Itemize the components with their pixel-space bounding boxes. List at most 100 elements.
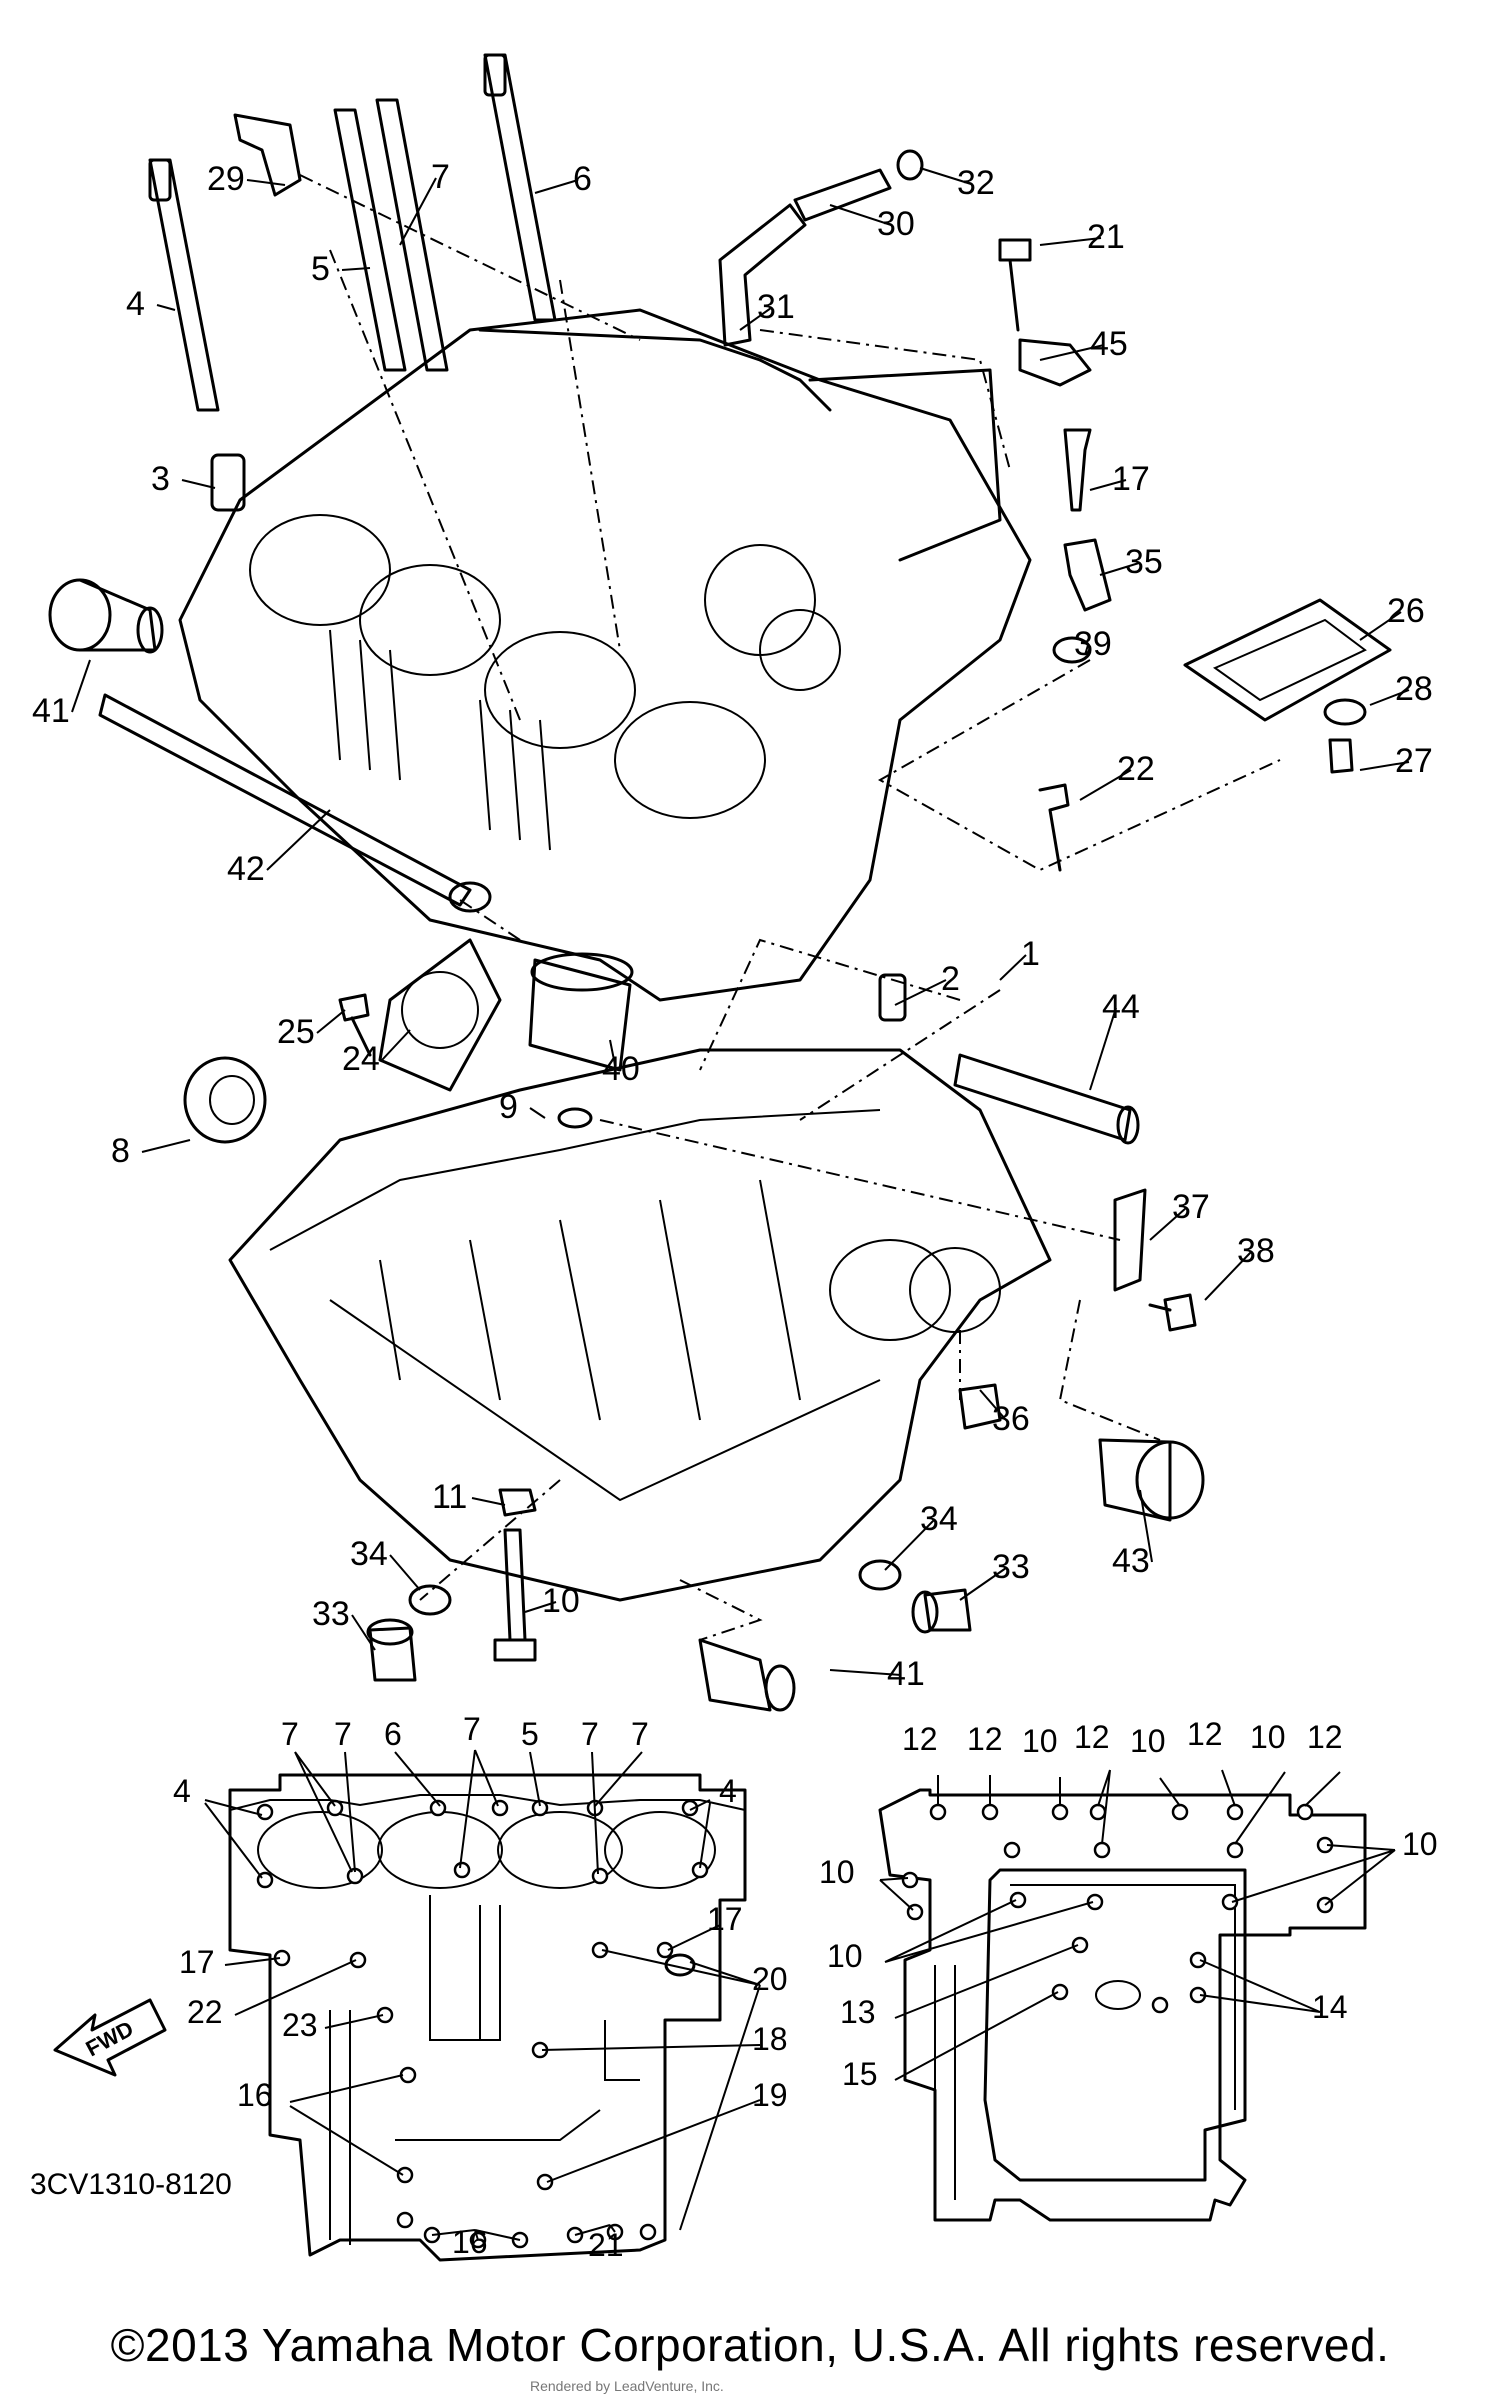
callout-leader-line: [529, 1107, 546, 1119]
callout-leader-line: [894, 979, 947, 1006]
part-callout-29: 29: [207, 160, 245, 198]
lower-case-bolt-layout: [878, 1788, 1367, 2222]
callout-leader-line: [999, 954, 1027, 981]
part-callout-12: 12: [902, 1721, 938, 1757]
part-callout-7: 7: [281, 1716, 299, 1752]
upper-crankcase: [178, 308, 1032, 1002]
callout-leader-line: [181, 479, 216, 489]
part-callout-10: 10: [819, 1854, 855, 1890]
part-callout-34: 34: [920, 1500, 958, 1538]
part-callout-8: 8: [111, 1132, 130, 1170]
part-callout-19: 19: [752, 2077, 788, 2113]
callout-leader-line: [1084, 644, 1089, 656]
callout-leader-line: [1369, 689, 1410, 706]
part-callout-18: 18: [752, 2021, 788, 2057]
part-callout-12: 12: [1307, 1719, 1343, 1755]
part-callout-12: 12: [1187, 1716, 1223, 1752]
copyright-notice: ©2013 Yamaha Motor Corporation, U.S.A. A…: [110, 2319, 1390, 2371]
part-callout-23: 23: [282, 2007, 318, 2043]
part-callout-44: 44: [1102, 988, 1140, 1026]
part-callout-22: 22: [1117, 750, 1155, 788]
part-callout-9: 9: [499, 1088, 518, 1126]
callout-leader-line: [609, 1039, 617, 1071]
callout-leader-line: [471, 1497, 506, 1506]
callout-leader-line: [246, 179, 286, 186]
callout-leader-line: [884, 1519, 935, 1571]
diagram-reference-code: 3CV1310-8120: [30, 2168, 232, 2201]
callout-leader-line: [1149, 1207, 1187, 1241]
callout-leader-line: [739, 307, 772, 331]
part-callout-30: 30: [877, 205, 915, 243]
part-callout-27: 27: [1395, 742, 1433, 780]
part-callout-10: 10: [827, 1938, 863, 1974]
fwd-label: FWD: [82, 2016, 138, 2062]
part-callout-11: 11: [432, 1478, 467, 1516]
callout-leader-line: [1204, 1251, 1252, 1301]
part-callout-10: 10: [1250, 1719, 1286, 1755]
callout-leader-line: [141, 1139, 191, 1153]
callout-leader-line: [829, 1669, 902, 1676]
callout-leader-line: [534, 179, 579, 194]
part-callout-40: 40: [602, 1050, 640, 1088]
callout-leader-line: [1079, 769, 1132, 801]
part-callout-38: 38: [1237, 1232, 1275, 1270]
callout-leader-line: [829, 204, 892, 226]
fwd-arrow-icon: FWD: [53, 1998, 167, 2077]
part-callout-35: 35: [1125, 543, 1163, 581]
part-callout-7: 7: [463, 1711, 481, 1747]
part-callout-4: 4: [126, 285, 145, 323]
part-callout-45: 45: [1090, 325, 1128, 363]
lower-crankcase: [228, 1048, 1052, 1602]
part-callout-7: 7: [631, 1716, 649, 1752]
part-callout-22: 22: [187, 1994, 223, 2030]
part-callout-6: 6: [573, 160, 592, 198]
callout-leader-line: [1359, 761, 1410, 771]
callout-leader-line: [1089, 1007, 1117, 1091]
part-callout-21: 21: [1087, 218, 1125, 256]
callout-leader-line: [919, 167, 972, 185]
callout-leader-line: [979, 1389, 1007, 1421]
part-callout-41: 41: [887, 1655, 925, 1693]
callout-leader-line: [399, 177, 437, 246]
part-callout-33: 33: [992, 1548, 1030, 1586]
part-callout-7: 7: [581, 1716, 599, 1752]
part-callout-12: 12: [1074, 1719, 1110, 1755]
part-callout-26: 26: [1387, 592, 1425, 630]
part-callout-39: 39: [1074, 625, 1112, 663]
part-callout-4: 4: [173, 1773, 191, 1809]
part-callout-21: 21: [588, 2227, 624, 2263]
callout-leader-line: [341, 267, 371, 271]
part-callout-7: 7: [431, 158, 450, 196]
part-callout-17: 17: [179, 1944, 215, 1980]
part-callout-12: 12: [967, 1721, 1003, 1757]
small-parts: [48, 113, 1392, 1712]
callout-leader-line: [71, 659, 91, 713]
part-callout-5: 5: [311, 250, 330, 288]
part-callout-14: 14: [1312, 1989, 1348, 2025]
callout-leader-line: [1039, 237, 1102, 246]
part-callout-34: 34: [350, 1535, 388, 1573]
part-callout-13: 13: [840, 1994, 876, 2030]
callout-leader-line: [266, 809, 331, 871]
part-callout-31: 31: [757, 288, 795, 326]
part-callout-10: 10: [542, 1582, 580, 1620]
part-callout-6: 6: [384, 1716, 402, 1752]
part-callout-17: 17: [707, 1901, 743, 1937]
part-callout-10: 10: [1022, 1723, 1058, 1759]
part-callout-43: 43: [1112, 1542, 1150, 1580]
part-callout-42: 42: [227, 850, 265, 888]
part-callout-41: 41: [32, 692, 70, 730]
callout-leader-line: [316, 1009, 346, 1034]
part-callout-15: 15: [842, 2056, 878, 2092]
callout-leader-line: [389, 1554, 421, 1591]
part-callout-28: 28: [1395, 670, 1433, 708]
watermark-text: Rendered by LeadVenture, Inc.: [530, 2378, 724, 2394]
part-callout-37: 37: [1172, 1188, 1210, 1226]
part-callout-24: 24: [342, 1040, 380, 1078]
callout-leader-line: [1099, 562, 1140, 576]
part-callout-10: 10: [1402, 1826, 1438, 1862]
part-callout-4: 4: [719, 1773, 737, 1809]
